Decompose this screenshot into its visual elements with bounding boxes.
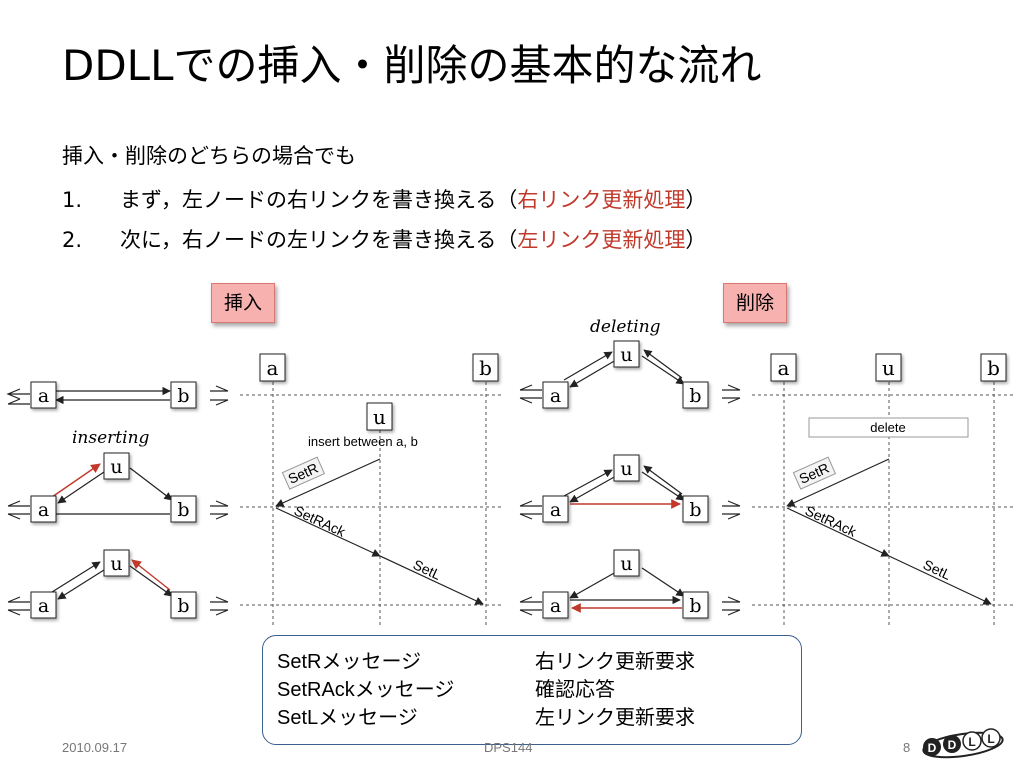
insert-s2-node-b: b [177, 499, 189, 521]
step-1-num: 1. [62, 188, 83, 212]
delete-seq-node-b: b [987, 356, 1000, 380]
legend-row: SetLメッセージ 左リンク更新要求 [277, 704, 801, 732]
intro-text: 挿入・削除のどちらの場合でも [62, 144, 356, 168]
legend-msg: SetRメッセージ [277, 651, 422, 673]
insert-seq-node-a: a [267, 356, 279, 380]
delete-note: delete [870, 420, 905, 435]
delete-setrack-label: SetRAck [803, 502, 860, 540]
intro-line: 挿入・削除のどちらの場合でも [62, 140, 356, 172]
insert-note: insert between a, b [308, 434, 418, 449]
insert-state-1: a b [6, 381, 229, 409]
delete-state-1: a u b [519, 340, 741, 409]
legend-row: SetRメッセージ 右リンク更新要求 [277, 648, 801, 676]
insert-seq-node-b: b [479, 356, 492, 380]
step-1-close: ） [685, 188, 707, 212]
legend-meaning: 確認応答 [535, 679, 615, 701]
delete-s3-node-a: a [550, 595, 561, 617]
insert-state-3: a u b [7, 549, 229, 619]
delete-s3-node-b: b [689, 595, 701, 617]
step-2-highlight: 左リンク更新処理 [517, 228, 686, 252]
delete-s1-node-b: b [689, 385, 701, 407]
legend-msg: SetRAckメッセージ [277, 679, 455, 701]
insert-state-2: a u b [7, 452, 229, 523]
delete-state-3: a u b [519, 549, 741, 619]
insert-s3-node-b: b [177, 595, 189, 617]
legend-msg: SetLメッセージ [277, 707, 418, 729]
svg-text:D: D [928, 741, 937, 755]
insert-s2-node-u: u [110, 456, 122, 478]
step-1-highlight: 右リンク更新処理 [517, 188, 686, 212]
insert-s1-node-b: b [177, 385, 189, 407]
delete-s3-node-u: u [620, 553, 632, 575]
footer-page-number: 8 [903, 740, 911, 755]
delete-s2-node-u: u [620, 458, 632, 480]
delete-tag: 削除 [723, 283, 788, 323]
insert-s1-node-a: a [38, 385, 49, 407]
inserting-label: inserting [72, 428, 150, 448]
footer-date: 2010.09.17 [62, 740, 128, 755]
ddll-logo: D D L L [922, 728, 1004, 759]
delete-seq-node-a: a [778, 356, 790, 380]
legend-row: SetRAckメッセージ 確認応答 [277, 676, 801, 704]
insert-sequence: a b u insert between a, b SetR SetRAck S… [240, 353, 502, 625]
footer-venue: DPS144 [484, 740, 533, 755]
step-1-text: まず，左ノードの右リンクを書き換える（ [120, 188, 518, 212]
delete-s2-node-b: b [689, 499, 701, 521]
delete-state-2: a u b [519, 454, 741, 523]
legend-meaning: 右リンク更新要求 [535, 651, 695, 673]
insert-seq-node-u: u [373, 405, 386, 429]
step-2-text: 次に，右ノードの左リンクを書き換える（ [120, 228, 518, 252]
svg-text:L: L [968, 735, 975, 749]
step-2-num: 2. [62, 228, 83, 252]
insert-tag: 挿入 [211, 283, 276, 323]
delete-s1-node-a: a [550, 385, 561, 407]
insert-setrack-label: SetRAck [292, 502, 349, 540]
message-legend: SetRメッセージ 右リンク更新要求 SetRAckメッセージ 確認応答 Set… [262, 635, 802, 745]
delete-s1-node-u: u [620, 344, 632, 366]
delete-s2-node-a: a [550, 499, 561, 521]
insert-s3-node-u: u [110, 553, 122, 575]
step-1: 1. まず，左ノードの右リンクを書き換える（右リンク更新処理） [62, 184, 706, 216]
step-2: 2. 次に，右ノードの左リンクを書き換える（左リンク更新処理） [62, 224, 706, 256]
step-2-close: ） [685, 228, 707, 252]
insert-s3-node-a: a [38, 595, 49, 617]
deleting-label: deleting [590, 317, 661, 337]
insert-setl-label: SetL [411, 556, 444, 583]
legend-meaning: 左リンク更新要求 [535, 707, 695, 729]
insert-s2-node-a: a [38, 499, 49, 521]
svg-text:L: L [987, 732, 994, 746]
svg-text:D: D [948, 738, 957, 752]
delete-sequence: a u b delete SetR SetRAck SetL [752, 353, 1015, 625]
delete-seq-node-u: u [882, 356, 895, 380]
slide-title: DDLLでの挿入・削除の基本的な流れ [62, 41, 762, 90]
